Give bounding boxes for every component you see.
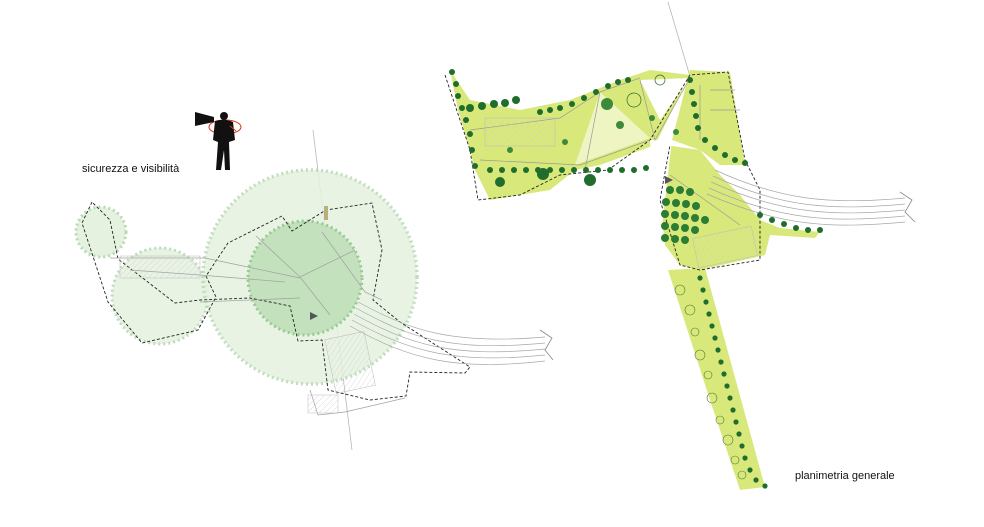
security-visibility-map (74, 129, 554, 451)
megaphone-person-icon (195, 112, 242, 170)
right-viewpoint-marker (665, 176, 673, 184)
left-railway (349, 301, 546, 365)
tree-outlines-south (674, 284, 747, 480)
visibility-circle-small (74, 205, 128, 259)
tree-grove-central (661, 186, 709, 244)
south-parking (692, 225, 758, 269)
tree-scatter-north (507, 74, 679, 153)
tree-row-north (449, 69, 631, 169)
general-plan-map (444, 1, 916, 490)
right-site-boundary (444, 71, 761, 271)
left-viewpoint-marker (310, 312, 318, 320)
security-visibility-label: sicurezza e visibilità (82, 163, 180, 175)
north-green-area (450, 70, 690, 200)
tree-row-south (697, 275, 768, 489)
left-site-boundary (81, 201, 471, 401)
left-sign-post (324, 206, 328, 220)
general-plan-label: planimetria generale (795, 470, 895, 482)
tree-row-east (687, 77, 823, 233)
north-parking (484, 117, 556, 147)
right-railway (706, 169, 906, 226)
visibility-circle-core (246, 219, 364, 337)
tree-row-boulevard (487, 165, 649, 187)
left-parking (119, 255, 201, 279)
south-green-strip (668, 268, 765, 490)
